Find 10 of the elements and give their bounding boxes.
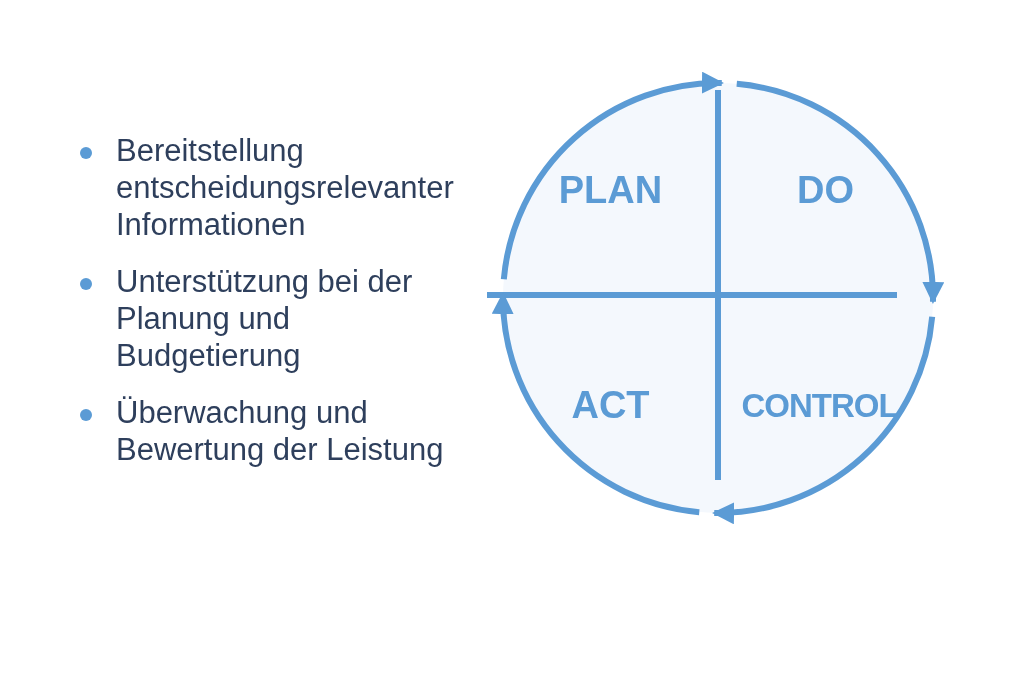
cycle-arrow [500, 72, 724, 280]
quadrant-label: ACT [571, 384, 650, 427]
bullet-text: Bereitstellung entscheidungsrelevanter Informationen [116, 132, 455, 243]
quadrant-label: DO [797, 169, 854, 212]
cycle-arrow [736, 80, 944, 304]
bullet-text: Überwachung und Bewertung der Leistung [116, 394, 445, 468]
quadrant-label: CONTROL [741, 386, 898, 425]
quadrant-label: PLAN [558, 169, 663, 212]
bullet-text: Unterstützung bei der Planung und Budgetierung [116, 263, 414, 374]
cycle-arrow [712, 316, 936, 524]
